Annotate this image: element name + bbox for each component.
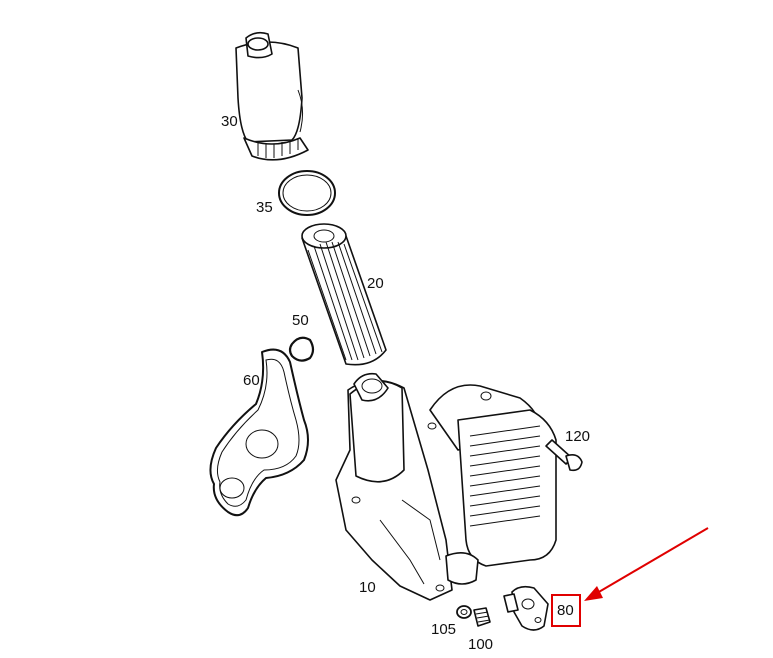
callout-100: 100	[468, 636, 494, 653]
callout-120: 120	[565, 428, 591, 445]
o-ring-seal-inner	[282, 174, 332, 212]
oil-filter-housing	[335, 372, 557, 601]
small-gasket	[288, 336, 315, 362]
callout-60: 60	[243, 372, 260, 389]
callout-20: 20	[367, 275, 384, 292]
red-arrow	[584, 527, 709, 601]
plug-screw	[473, 607, 491, 627]
housing-gasket	[209, 348, 309, 517]
callout-105: 105	[431, 621, 457, 638]
callout-35: 35	[256, 199, 273, 216]
mounting-bolt	[545, 439, 583, 472]
callout-30: 30	[221, 113, 238, 130]
oil-filter-cap	[235, 31, 309, 161]
sealing-washer	[456, 605, 472, 619]
filter-element	[301, 223, 387, 366]
oil-sensor	[503, 585, 549, 631]
sealing-washer-inner	[460, 609, 468, 615]
part-80-highlight-box	[551, 594, 581, 627]
callout-80: 80	[557, 602, 574, 619]
callout-10: 10	[359, 579, 376, 596]
callout-50: 50	[292, 312, 309, 329]
o-ring-seal	[278, 170, 336, 216]
